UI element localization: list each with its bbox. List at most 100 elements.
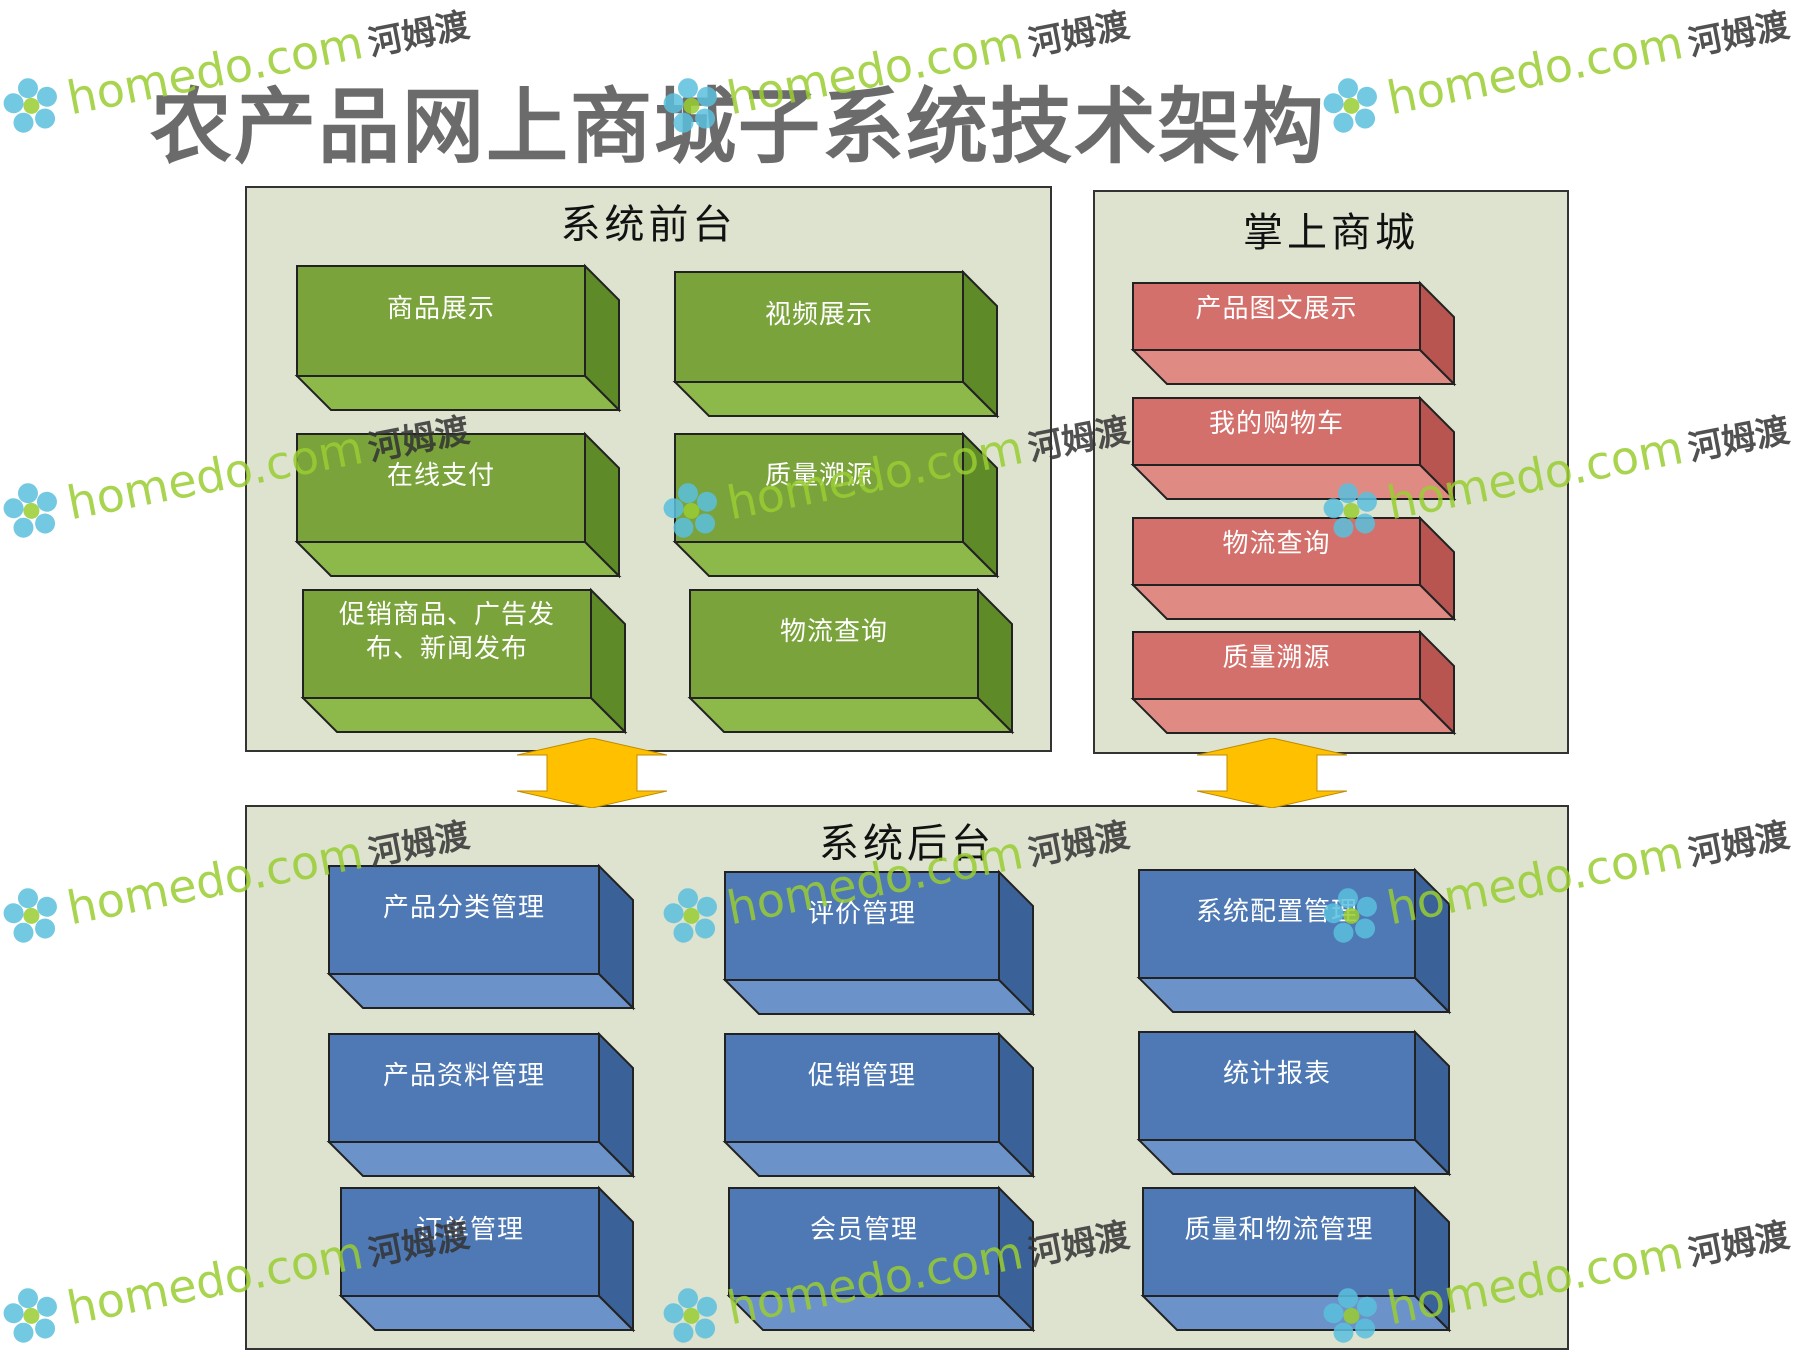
frontend-box: 质量溯源 (672, 431, 1000, 579)
box-bottom-face (722, 1141, 1036, 1177)
box-3d-shape (1136, 1029, 1452, 1177)
box-3d-shape (672, 431, 1000, 579)
mobile-box-label: 产品图文展示 (1195, 294, 1358, 325)
box-bottom-face (338, 1295, 636, 1331)
box-bottom-face (1140, 1295, 1452, 1331)
backend-box: 质量和物流管理 (1140, 1185, 1452, 1333)
box-bottom-face (1136, 977, 1452, 1013)
box-3d-shape (300, 587, 628, 735)
watermark-cn: 河姆渡 (364, 4, 473, 64)
mobile-box: 物流查询 (1130, 515, 1457, 622)
mobile-box: 产品图文展示 (1130, 280, 1457, 387)
box-front-face (1138, 1031, 1416, 1141)
watermark: homedo.com河姆渡 (1314, 0, 1794, 143)
watermark-cn: 河姆渡 (1684, 814, 1793, 874)
box-front-face (1142, 1187, 1416, 1297)
box-bottom-face (326, 1141, 636, 1177)
mobile-box-label: 质量溯源 (1222, 643, 1331, 674)
box-front-face (674, 271, 964, 383)
watermark-cn: 河姆渡 (1024, 4, 1133, 64)
box-bottom-face (672, 381, 1000, 417)
backend-box-label: 统计报表 (1222, 1059, 1331, 1090)
mobile-title: 掌上商城 (1243, 210, 1419, 256)
frontend-backend-double-arrow (517, 738, 667, 808)
frontend-box: 在线支付 (294, 431, 622, 579)
frontend-box-label: 质量溯源 (764, 461, 873, 492)
flower-logo-icon (3, 78, 57, 133)
box-3d-shape (687, 587, 1015, 735)
frontend-box-label: 在线支付 (386, 461, 495, 492)
box-3d-shape (1130, 629, 1457, 736)
backend-box-label: 系统配置管理 (1195, 897, 1358, 928)
box-3d-shape (722, 869, 1036, 1017)
box-3d-shape (1130, 280, 1457, 387)
mobile-box: 质量溯源 (1130, 629, 1457, 736)
box-bottom-face (726, 1295, 1036, 1331)
frontend-box-label: 物流查询 (779, 617, 888, 648)
backend-box-label: 订单管理 (415, 1215, 524, 1246)
box-front-face (689, 589, 979, 699)
mobile-backend-double-arrow (1197, 738, 1347, 808)
box-front-face (724, 1033, 1000, 1143)
box-bottom-face (294, 375, 622, 411)
box-bottom-face (294, 541, 622, 577)
backend-box-label: 质量和物流管理 (1184, 1215, 1374, 1246)
box-front-face (296, 265, 586, 377)
box-front-face (340, 1187, 600, 1297)
box-front-face (302, 589, 592, 699)
box-bottom-face (1130, 349, 1457, 385)
frontend-box: 商品展示 (294, 263, 622, 413)
box-front-face (328, 1033, 600, 1143)
backend-box: 统计报表 (1136, 1029, 1452, 1177)
box-3d-shape (1130, 395, 1457, 502)
flower-logo-icon (3, 483, 57, 538)
frontend-box-label: 视频展示 (764, 299, 873, 330)
mobile-box-label: 我的购物车 (1208, 409, 1344, 440)
frontend-box: 视频展示 (672, 269, 1000, 419)
box-bottom-face (1130, 698, 1457, 734)
backend-box: 产品资料管理 (326, 1031, 636, 1179)
box-front-face (1132, 631, 1421, 700)
box-front-face (724, 871, 1000, 981)
backend-box: 会员管理 (726, 1185, 1036, 1333)
mobile-box: 我的购物车 (1130, 395, 1457, 502)
box-3d-shape (294, 431, 622, 579)
arrow-shape (517, 738, 667, 808)
backend-box-label: 产品分类管理 (382, 893, 545, 924)
watermark-cn: 河姆渡 (1684, 4, 1793, 64)
backend-title: 系统后台 (819, 821, 995, 867)
backend-box-label: 会员管理 (809, 1215, 918, 1246)
box-bottom-face (1130, 584, 1457, 620)
box-front-face (728, 1187, 1000, 1297)
flower-logo-icon (3, 1288, 57, 1343)
backend-box-label: 产品资料管理 (382, 1061, 545, 1092)
frontend-title: 系统前台 (560, 202, 737, 248)
box-front-face (1132, 397, 1421, 466)
box-3d-shape (672, 269, 1000, 419)
box-3d-shape (326, 863, 636, 1011)
watermark-cn: 河姆渡 (1684, 1214, 1793, 1274)
box-bottom-face (687, 697, 1015, 733)
box-bottom-face (722, 979, 1036, 1015)
frontend-box-label: 促销商品、广告发 布、新闻发布 (338, 600, 555, 665)
diagram-title: 农产品网上商城子系统技术架构 (150, 80, 1327, 175)
frontend-box: 物流查询 (687, 587, 1015, 735)
frontend-box-label: 商品展示 (386, 293, 495, 324)
backend-box-label: 评价管理 (807, 899, 916, 930)
backend-box-label: 促销管理 (807, 1061, 916, 1092)
box-bottom-face (1136, 1139, 1452, 1175)
backend-box: 促销管理 (722, 1031, 1036, 1179)
watermark-cn: 河姆渡 (1684, 409, 1793, 469)
box-front-face (296, 433, 586, 543)
watermark-site: homedo.com (1382, 15, 1688, 126)
backend-box: 评价管理 (722, 869, 1036, 1017)
flower-logo-icon (3, 888, 57, 943)
box-3d-shape (338, 1185, 636, 1333)
box-front-face (328, 865, 600, 975)
frontend-box: 促销商品、广告发 布、新闻发布 (300, 587, 628, 735)
box-3d-shape (294, 263, 622, 413)
backend-box: 订单管理 (338, 1185, 636, 1333)
backend-box: 产品分类管理 (326, 863, 636, 1011)
box-bottom-face (326, 973, 636, 1009)
box-bottom-face (1130, 464, 1457, 500)
